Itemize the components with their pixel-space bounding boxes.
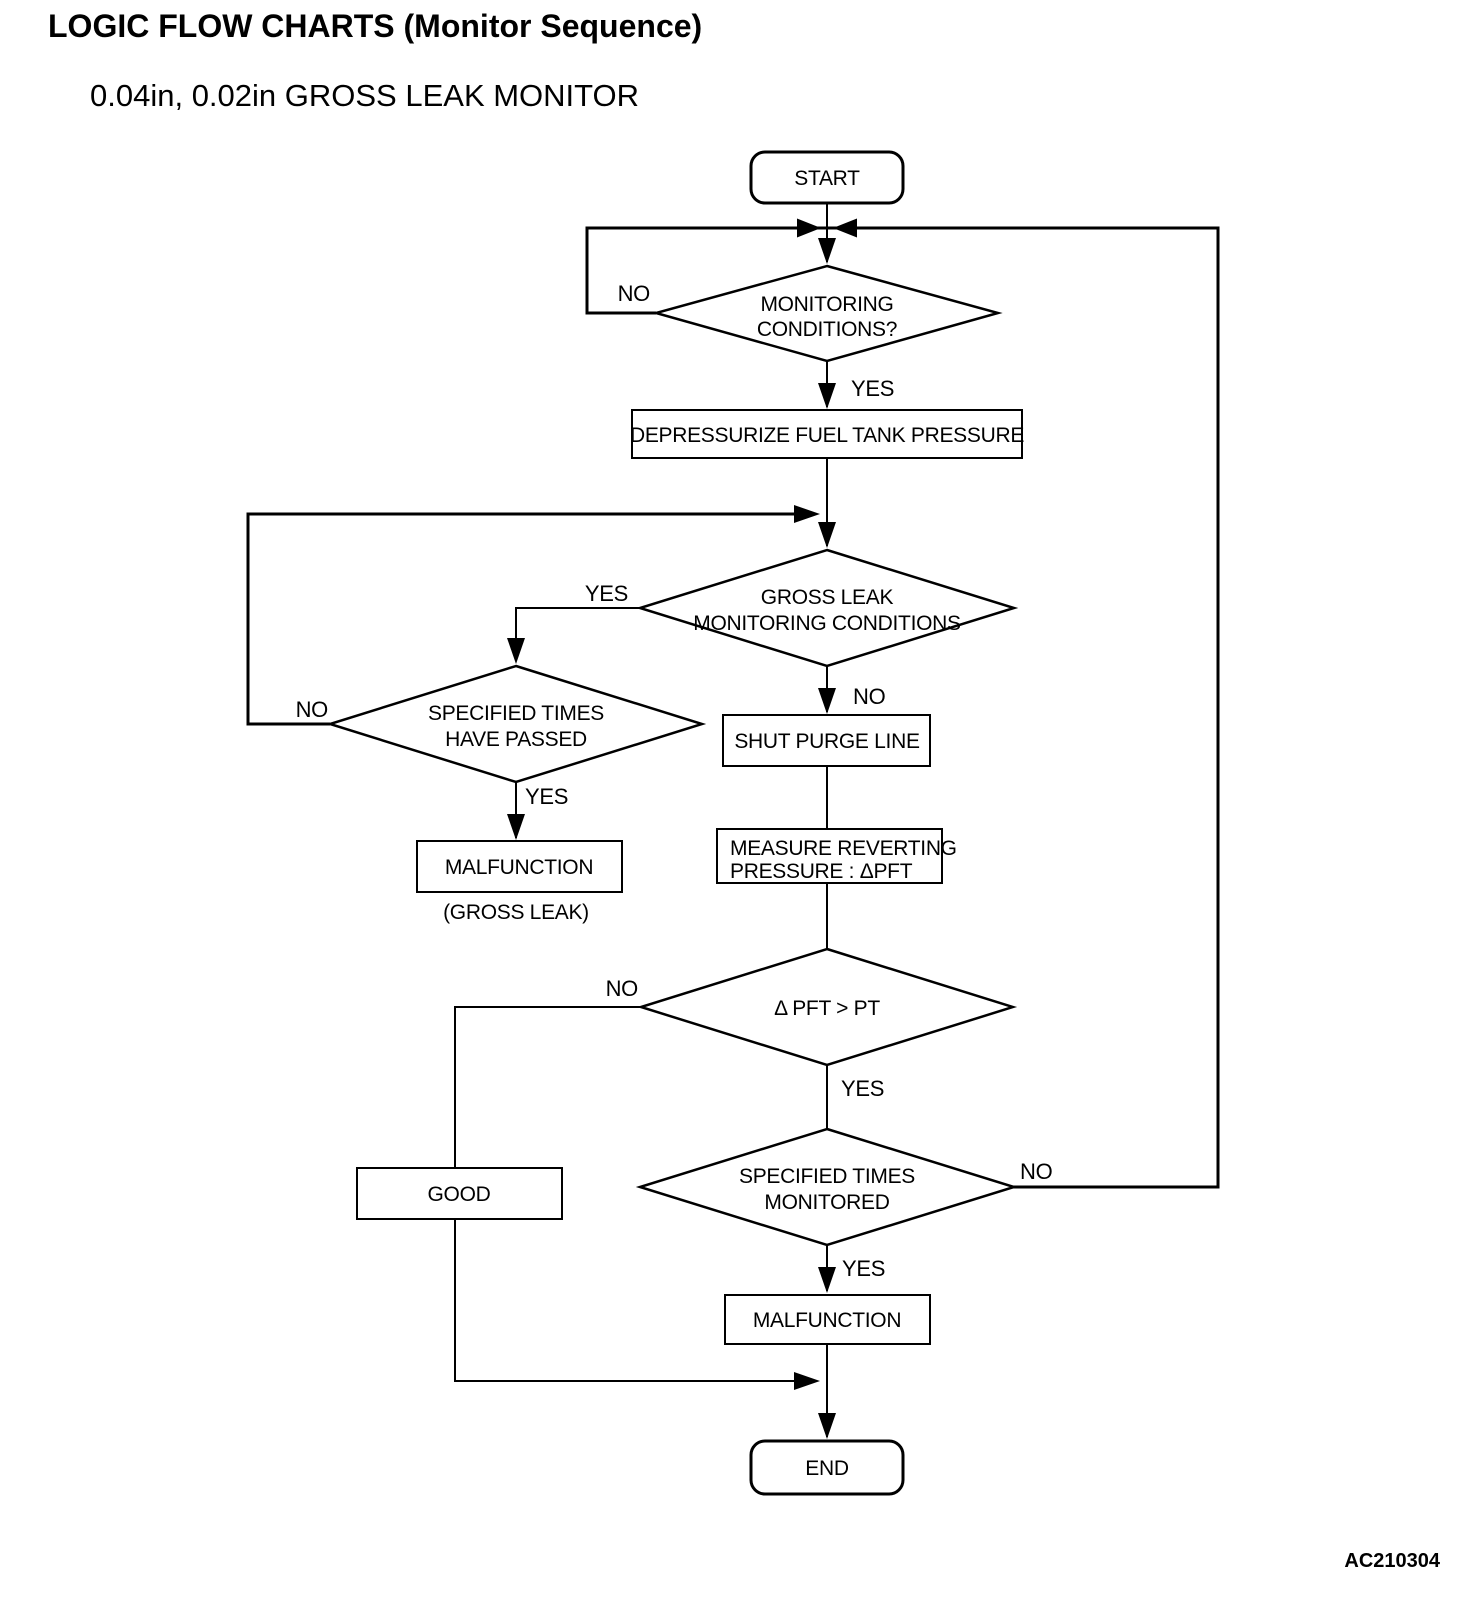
node-malfunction: MALFUNCTION [724, 1294, 931, 1345]
gross-leak-line1: GROSS LEAK [761, 586, 894, 609]
node-depressurize: DEPRESSURIZE FUEL TANK PRESSURE [630, 409, 1025, 459]
arrowhead-into-shut-purge [818, 688, 836, 714]
svg-text:SPECIFIED TIMES: SPECIFIED TIMES [428, 702, 604, 725]
dpft-diamond-shape [636, 947, 1018, 1067]
node-gross-leak-conditions: GROSS LEAK MONITORING CONDITIONS [635, 548, 1019, 668]
svg-text:MONITORING CONDITIONS: MONITORING CONDITIONS [693, 612, 961, 635]
times-monitored-diamond-shape [635, 1127, 1019, 1247]
monitoring-conditions-diamond-shape [651, 264, 1003, 363]
malfunction-box-shape [724, 1294, 931, 1345]
label-times-monitored-yes: YES [842, 1256, 885, 1281]
measure-reverting-line1: MEASURE REVERTING [730, 837, 957, 860]
shut-purge-label: SHUT PURGE LINE [734, 730, 920, 753]
times-monitored-line2: MONITORED [764, 1191, 889, 1214]
label-times-passed-no: NO [296, 697, 329, 722]
label-gross-leak-no: NO [853, 684, 886, 709]
gross-leak-diamond-shape [635, 548, 1019, 668]
label-monitoring-no: NO [618, 281, 651, 306]
measure-reverting-line2: PRESSURE : ΔPFT [730, 860, 913, 883]
good-box-shape [356, 1167, 563, 1220]
malfunction-gross-leak-label: MALFUNCTION [445, 856, 593, 879]
svg-text:MONITORING: MONITORING [760, 293, 893, 316]
arrowhead-into-malfunction-gross-leak [507, 814, 525, 840]
shut-purge-box-shape [722, 714, 931, 767]
edge-times-passed-no-loop [246, 512, 815, 726]
arrowhead-into-times-passed [507, 638, 525, 664]
times-passed-line2: HAVE PASSED [445, 728, 587, 751]
svg-text:MONITORED: MONITORED [764, 1191, 889, 1214]
depressurize-label: DEPRESSURIZE FUEL TANK PRESSURE [630, 424, 1024, 447]
arrowhead-into-depressurize [818, 383, 836, 409]
edge-grossleak-yes [515, 607, 640, 661]
page-title: LOGIC FLOW CHARTS (Monitor Sequence) [48, 8, 703, 44]
end-terminator-shape [749, 1439, 905, 1496]
arrowhead-into-malfunction [818, 1267, 836, 1293]
svg-text:CONDITIONS?: CONDITIONS? [757, 318, 897, 341]
figure-code: AC210304 [1344, 1550, 1440, 1572]
times-passed-diamond-shape [325, 664, 707, 784]
page-subtitle: 0.04in, 0.02in GROSS LEAK MONITOR [90, 78, 640, 113]
node-malfunction-gross-leak: MALFUNCTION (GROSS LEAK) [416, 840, 623, 924]
arrowhead-top-junction-left [797, 218, 821, 238]
malfunction-gross-leak-caption: (GROSS LEAK) [443, 901, 589, 924]
good-label: GOOD [428, 1183, 491, 1206]
arrowhead-into-end [818, 1413, 836, 1439]
label-dpft-yes: YES [841, 1076, 884, 1101]
arrowhead-top-junction-right [833, 218, 857, 238]
arrowhead-into-monitoring [818, 238, 836, 264]
label-gross-leak-yes: YES [585, 581, 628, 606]
svg-text:GROSS LEAK: GROSS LEAK [761, 586, 894, 609]
arrowhead-into-grossleak [818, 522, 836, 548]
depressurize-box-shape [631, 409, 1023, 459]
svg-text:SPECIFIED TIMES: SPECIFIED TIMES [739, 1165, 915, 1188]
label-times-passed-yes: YES [525, 784, 568, 809]
svg-text:HAVE PASSED: HAVE PASSED [445, 728, 587, 751]
start-label: START [794, 167, 860, 190]
label-monitoring-yes: YES [851, 376, 894, 401]
svg-text:PRESSURE : ΔPFT: PRESSURE : ΔPFT [730, 860, 913, 883]
node-good: GOOD [356, 1167, 563, 1220]
node-specified-times-passed: SPECIFIED TIMES HAVE PASSED [325, 664, 707, 784]
node-end: END [749, 1439, 905, 1496]
times-passed-line1: SPECIFIED TIMES [428, 702, 604, 725]
start-terminator-shape [749, 150, 905, 205]
gross-leak-line2: MONITORING CONDITIONS [693, 612, 961, 635]
label-times-monitored-no: NO [1020, 1159, 1053, 1184]
malfunction-label: MALFUNCTION [753, 1309, 901, 1332]
dpft-label: Δ PFT > PT [774, 997, 880, 1020]
node-measure-reverting: MEASURE REVERTING PRESSURE : ΔPFT [716, 828, 957, 884]
monitoring-conditions-line2: CONDITIONS? [757, 318, 897, 341]
node-shut-purge-line: SHUT PURGE LINE [722, 714, 931, 767]
monitoring-conditions-line1: MONITORING [760, 293, 893, 316]
times-monitored-line1: SPECIFIED TIMES [739, 1165, 915, 1188]
svg-text:MEASURE REVERTING: MEASURE REVERTING [730, 837, 957, 860]
measure-reverting-box-shape [716, 828, 943, 884]
label-dpft-no: NO [606, 976, 639, 1001]
arrowhead-merge-junction [794, 505, 820, 523]
edge-loop-monitoring-no-and-times-monitored-no [585, 226, 1220, 1189]
node-start: START [749, 150, 905, 205]
end-label: END [805, 1457, 849, 1480]
node-delta-pft-gt-pt: Δ PFT > PT [636, 947, 1018, 1067]
malfunction-gross-leak-box-shape [416, 840, 623, 893]
node-specified-times-monitored: SPECIFIED TIMES MONITORED [635, 1127, 1019, 1247]
node-monitoring-conditions: MONITORING CONDITIONS? [651, 264, 1003, 363]
arrowhead-end-junction [794, 1372, 820, 1390]
